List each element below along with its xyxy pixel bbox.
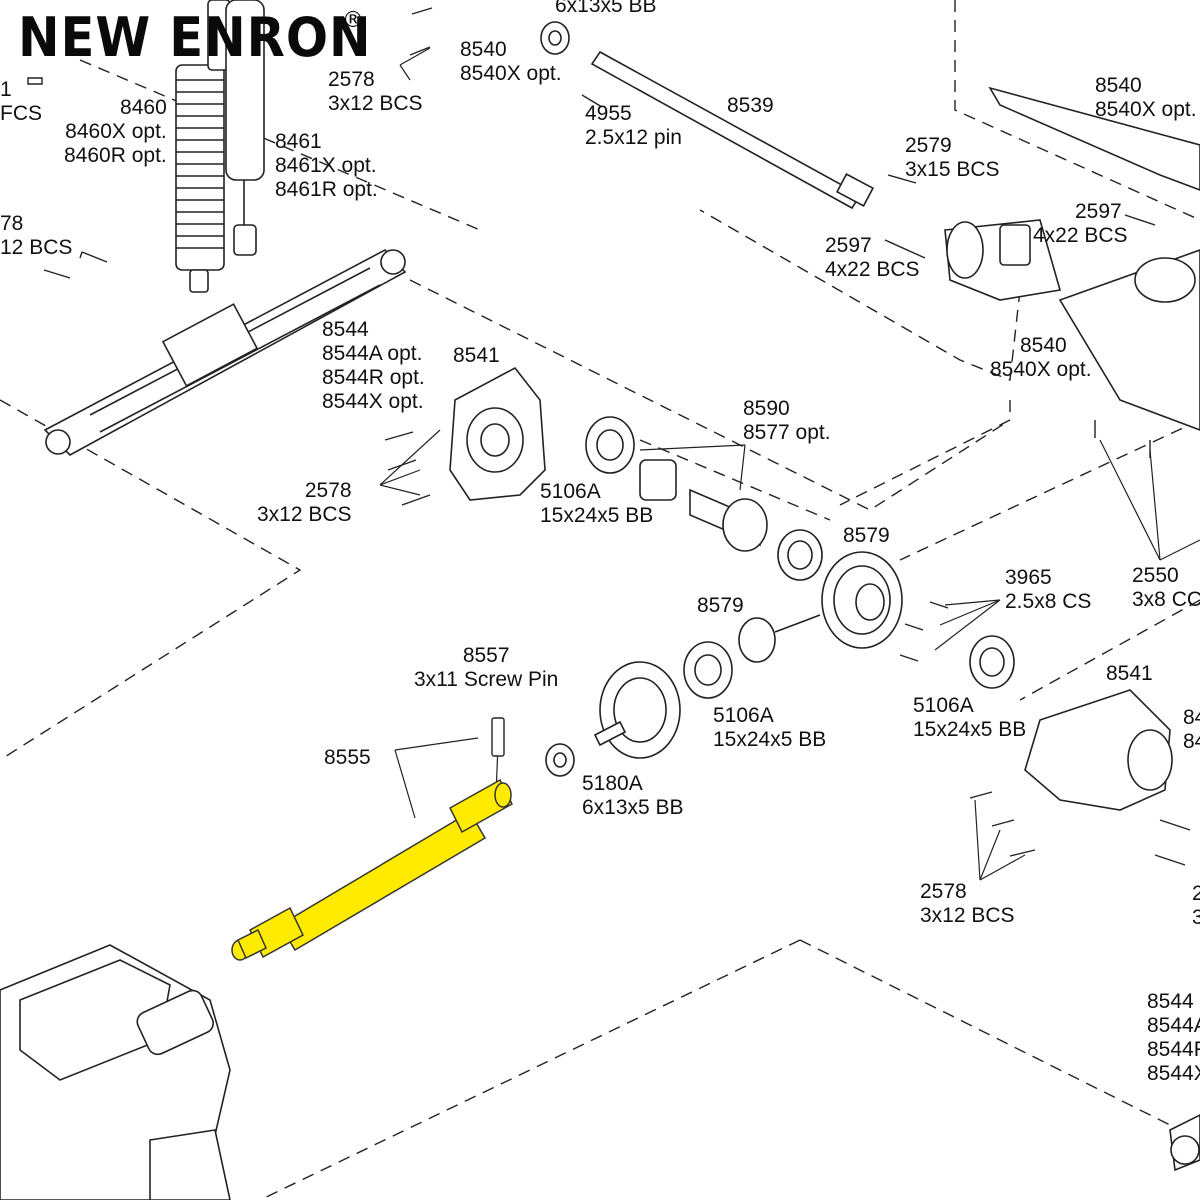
label-84-right: 8484	[1183, 706, 1200, 753]
bearing-5106a-a	[585, 416, 635, 474]
screws	[27, 7, 1191, 866]
registered-mark: ®	[342, 8, 364, 33]
shaft-8539	[590, 50, 875, 210]
highlighted-driveshaft-8555	[231, 778, 513, 961]
shock-8461	[225, 0, 265, 256]
screw-pin-8557	[491, 717, 505, 757]
bearing-top	[540, 21, 570, 55]
label-8539: 8539	[727, 94, 774, 117]
label-8555: 8555	[324, 746, 371, 769]
arm-8544-bottom	[1169, 1114, 1200, 1172]
brand-logo: NEW ENRON	[18, 6, 372, 69]
housing-8541	[449, 366, 546, 501]
label-bearing-top: 6x13x5 BB	[555, 0, 657, 17]
label-8541-a: 8541	[453, 344, 500, 367]
label-8579-b: 8579	[697, 594, 744, 617]
diff-case	[593, 661, 681, 759]
housing-8541-right	[1024, 689, 1173, 811]
spacer-8579	[777, 529, 823, 581]
diff-cup-8590	[639, 459, 768, 552]
bearing-5106a-b	[683, 641, 733, 699]
suspension-arm-upper	[43, 249, 407, 456]
bearing-5106a-c	[969, 635, 1015, 689]
label-8544-b: 85448544A8544R8544X	[1147, 990, 1200, 1085]
pinion-gear	[738, 614, 821, 663]
ring-gear	[821, 551, 903, 649]
shock-8460	[175, 0, 231, 293]
bearing-5180a	[545, 743, 575, 777]
label-8541-b: 8541	[1106, 662, 1153, 685]
carrier-2597	[944, 219, 1062, 301]
label-8579-a: 8579	[843, 524, 890, 547]
chassis	[0, 944, 231, 1200]
arm-8540-right	[988, 86, 1200, 431]
